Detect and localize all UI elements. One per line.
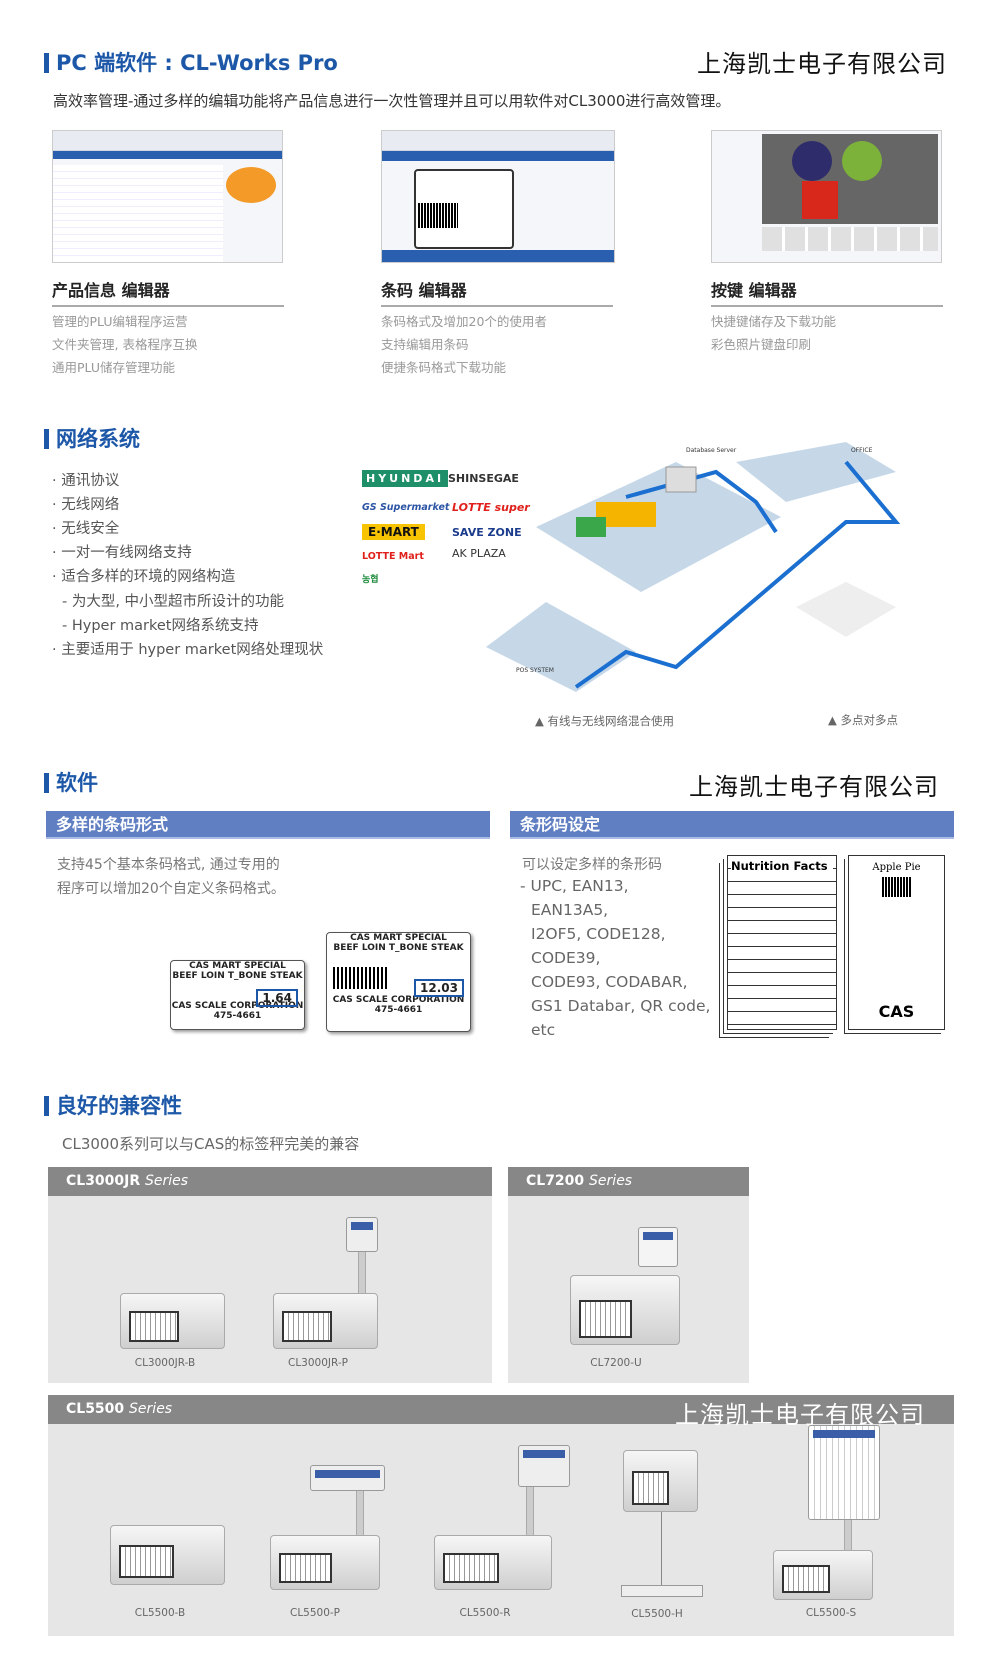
bullet-item: · 一对一有线网络支持 <box>52 545 192 561</box>
scale-image <box>270 1535 380 1590</box>
plu-editor-screenshot <box>52 130 283 263</box>
editor-desc: 通用PLU储存管理功能 <box>52 360 176 375</box>
editor-desc: 条码格式及增加20个的使用者 <box>381 314 547 329</box>
barcode-formats-text: 程序可以增加20个自定义条码格式。 <box>57 881 285 897</box>
model-label: CL7200-U <box>590 1357 642 1369</box>
scale-image <box>570 1275 680 1345</box>
logo-emart: E·MART <box>362 524 425 540</box>
key-editor-screenshot <box>711 130 942 263</box>
logo-savezone: SAVE ZONE <box>452 526 522 539</box>
logo-gs: GS Supermarket <box>362 502 450 513</box>
editor-desc: 彩色照片键盘印刷 <box>711 337 812 352</box>
pc-subtitle: 高效率管理-通过多样的编辑功能将产品信息进行一次性管理并且可以用软件对CL300… <box>53 92 731 110</box>
editor-desc: 快捷键储存及下载功能 <box>711 314 837 329</box>
model-label: CL5500-H <box>631 1608 683 1620</box>
logo-shinsegae: SHINSEGAE <box>448 472 519 485</box>
logo-hyundai: HYUNDAI <box>362 470 449 487</box>
network-diagram-graphic: Database Server OFFICE POS SYSTEM <box>486 442 901 692</box>
bullet-item: · 主要适用于 hyper market网络处理现状 <box>52 642 324 658</box>
bar-barcode-formats: 多样的条码形式 <box>46 811 490 839</box>
bullet-item: · 通讯协议 <box>52 473 120 489</box>
network-diagram: Database Server OFFICE POS SYSTEM <box>426 442 938 704</box>
section-title-software: 软件 <box>44 770 98 796</box>
scale-image <box>120 1293 225 1349</box>
scale-image <box>434 1535 552 1590</box>
diagram-label-database-server: Database Server <box>686 447 737 454</box>
editor-title-key: 按键 编辑器 <box>711 277 943 307</box>
code-item: - UPC, EAN13, <box>520 877 629 895</box>
diagram-label-pos: POS SYSTEM <box>516 667 554 674</box>
barcode-formats-text: 支持45个基本条码格式, 通过专用的 <box>57 857 280 873</box>
editor-title-plu: 产品信息 编辑器 <box>52 277 284 307</box>
section-title-network: 网络系统 <box>44 426 140 452</box>
barcode-settings-intro: 可以设定多样的条形码 <box>522 857 662 873</box>
logo-lotte-super: LOTTE super <box>452 501 530 514</box>
nutrition-label: Nutrition Facts <box>727 855 837 1030</box>
model-label: CL5500-B <box>134 1607 186 1619</box>
bar-barcode-settings: 条形码设定 <box>510 811 954 839</box>
bullet-item: · 无线安全 <box>52 521 120 537</box>
model-label: CL5500-R <box>459 1607 511 1619</box>
model-label: CL3000JR-B <box>134 1357 196 1369</box>
panel-cl5500: CL5500 Series 上海凯士电子有限公司 CL5500-B CL5500… <box>48 1395 954 1636</box>
bullet-item: - 为大型, 中小型超市所设计的功能 <box>62 594 285 610</box>
editor-desc: 管理的PLU编辑程序运营 <box>52 314 188 329</box>
caption-multipoint: ▲ 多点对多点 <box>828 713 898 727</box>
company-name: 上海凯士电子有限公司 <box>697 50 947 78</box>
logo-lottemart: LOTTE Mart <box>362 551 424 562</box>
editor-desc: 文件夹管理, 表格程序互换 <box>52 337 198 352</box>
editor-title-barcode: 条码 编辑器 <box>381 277 613 307</box>
company-name: 上海凯士电子有限公司 <box>689 773 939 801</box>
caption-mixed-network: ▲ 有线与无线网络混合使用 <box>535 714 674 728</box>
code-item: GS1 Databar, QR code, <box>531 997 711 1015</box>
logo-akplaza: AK PLAZA <box>452 547 506 560</box>
editor-desc: 支持编辑用条码 <box>381 337 469 352</box>
model-label: CL5500-P <box>289 1607 341 1619</box>
company-name: 上海凯士电子有限公司 <box>675 1401 925 1429</box>
section-title-pc-software: PC 端软件 : CL-Works Pro <box>44 50 338 76</box>
scale-image <box>623 1450 698 1512</box>
section-title-compatibility: 良好的兼容性 <box>44 1093 182 1119</box>
scale-image <box>773 1550 873 1600</box>
compat-desc: CL3000系列可以与CAS的标签秤完美的兼容 <box>62 1135 360 1153</box>
code-item: I2OF5, CODE128, <box>531 925 666 943</box>
code-item: CODE39, <box>531 949 601 967</box>
bullet-item: - Hyper market网络系统支持 <box>62 618 259 634</box>
bullet-item: · 无线网络 <box>52 497 120 513</box>
scale-image <box>110 1525 225 1585</box>
bullet-item: · 适合多样的环境的网络构造 <box>52 569 236 585</box>
editor-desc: 便捷条码格式下载功能 <box>381 360 507 375</box>
logo-nonghyup: 농협 <box>362 575 379 585</box>
model-label: CL5500-S <box>805 1607 857 1619</box>
scale-image <box>273 1293 378 1349</box>
code-item: etc <box>531 1021 556 1039</box>
barcode-editor-screenshot <box>381 130 615 263</box>
code-item: CODE93, CODABAR, <box>531 973 688 991</box>
code-item: EAN13A5, <box>531 901 609 919</box>
panel-cl7200: CL7200 Series CL7200-U <box>508 1167 749 1383</box>
panel-cl3000jr: CL3000JR Series CL3000JR-B CL3000JR-P <box>48 1167 492 1383</box>
model-label: CL3000JR-P <box>288 1357 348 1369</box>
diagram-label-office: OFFICE <box>851 447 873 454</box>
